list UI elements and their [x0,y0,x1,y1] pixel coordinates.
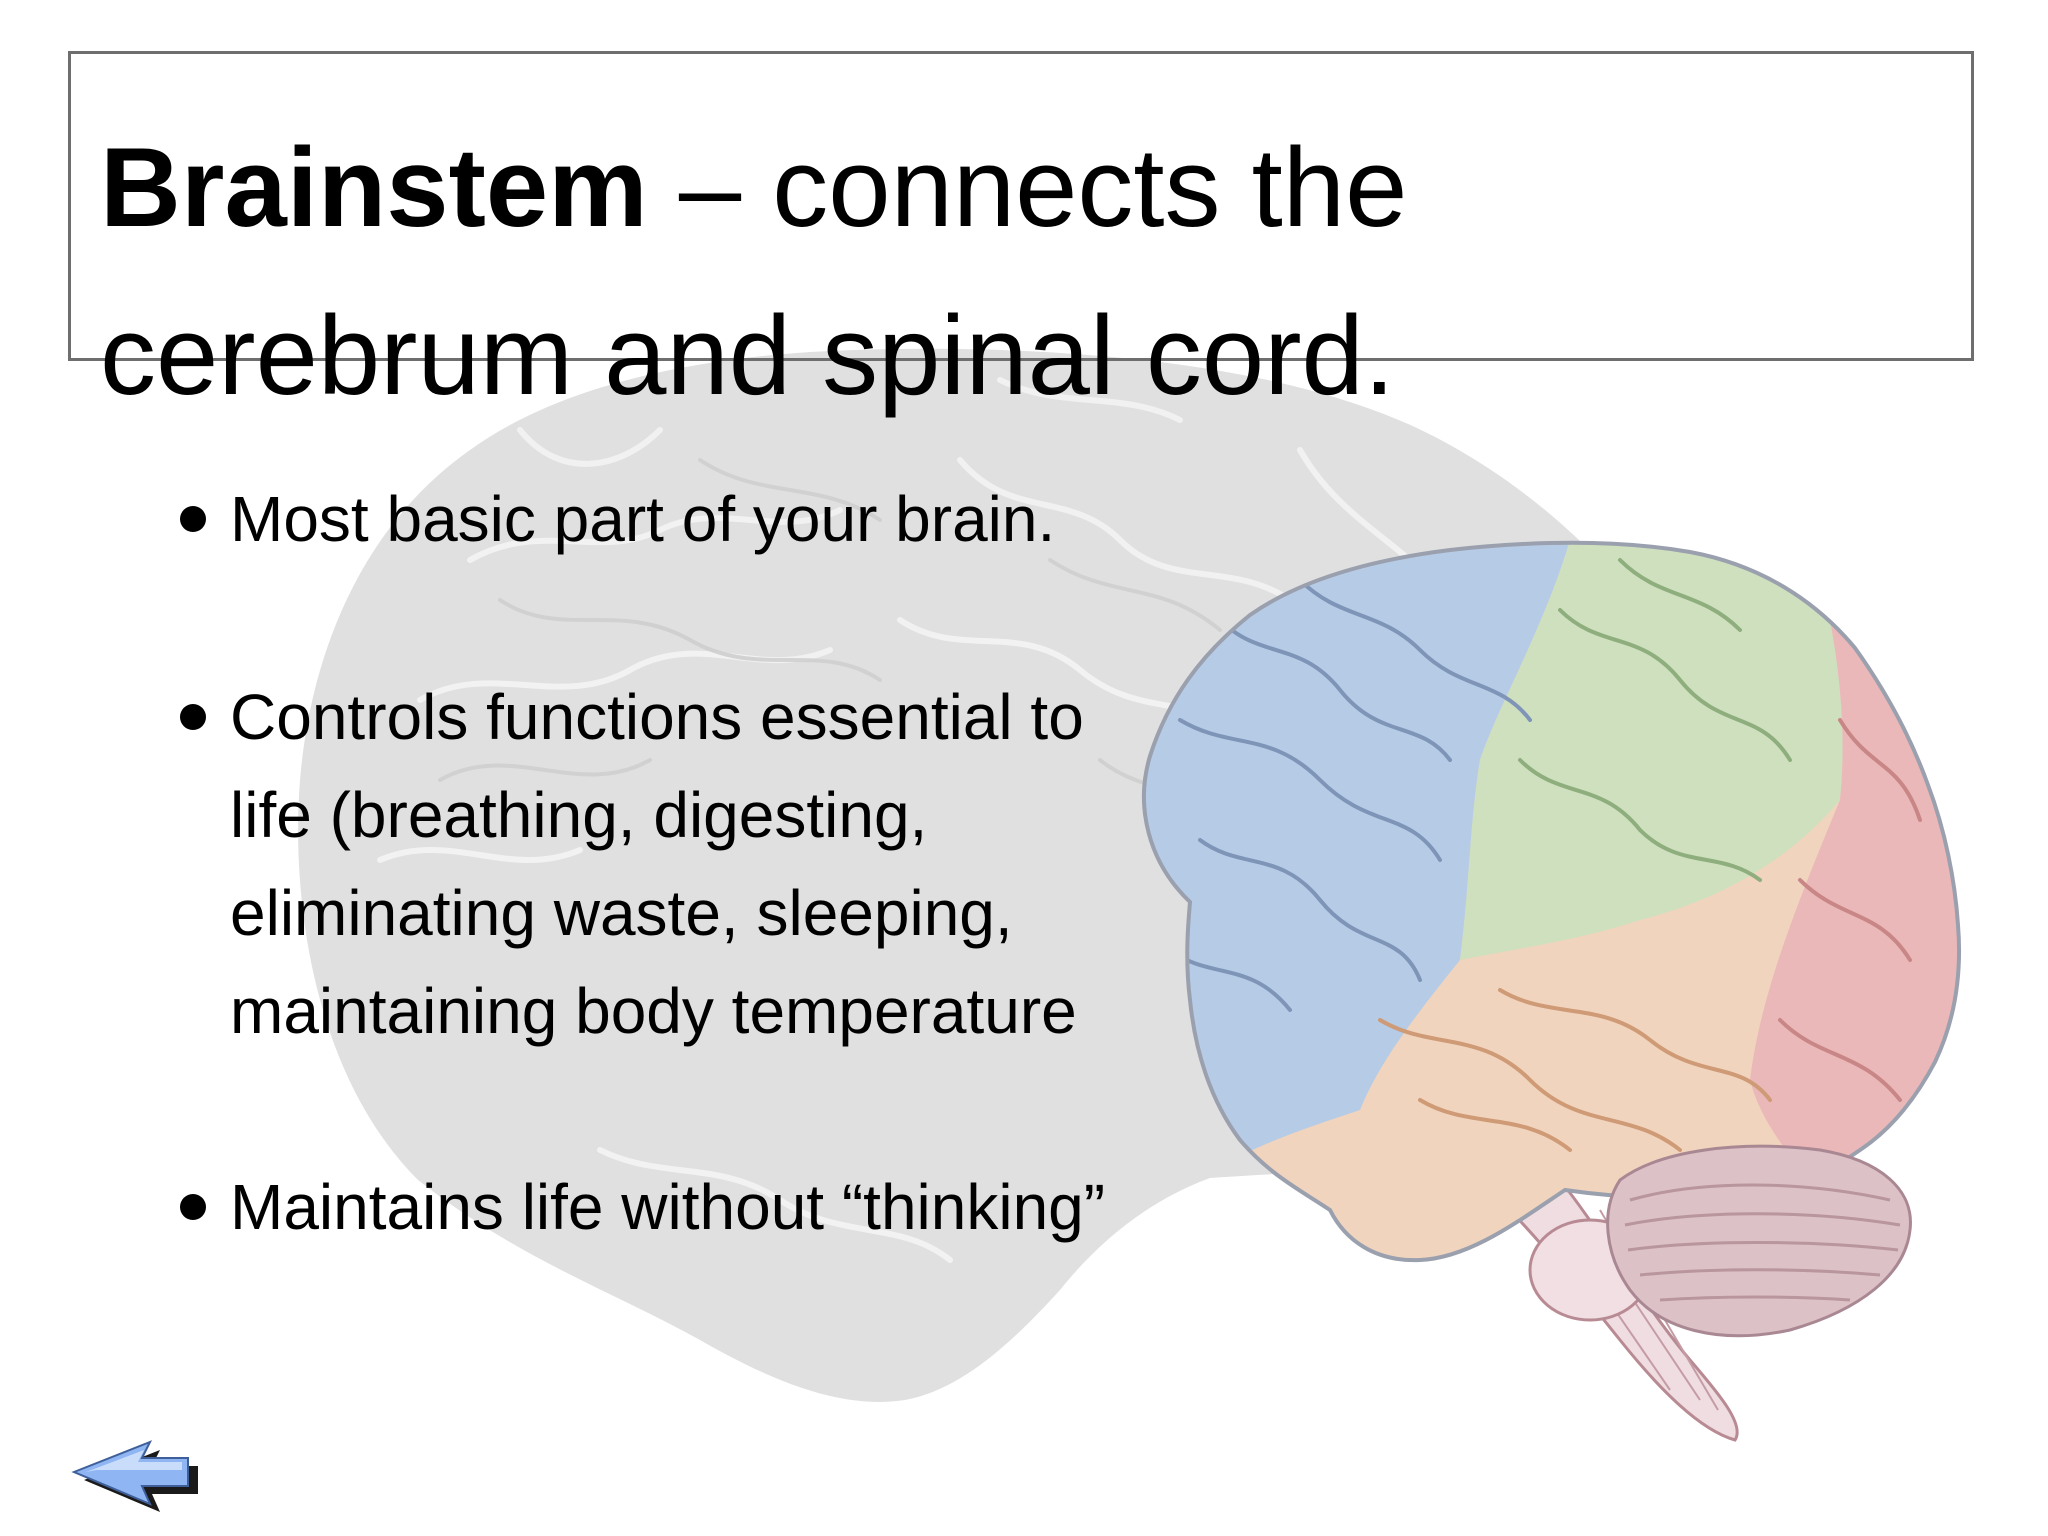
bullet-dot-icon [180,704,206,730]
title-rest: – connects the cerebrum and spinal cord. [100,125,1408,418]
back-button[interactable] [66,1424,206,1524]
brain-lobes-illustration [1142,540,1962,1442]
back-arrow-icon [71,1440,198,1512]
bullet-item: Maintains life without “thinking” [176,1158,1176,1256]
bullet-list: Most basic part of your brain. Controls … [176,470,1176,1256]
bullet-item: Controls functions essential to life (br… [176,668,1176,1060]
title-frame [68,51,1974,361]
cerebellum [1606,1144,1912,1338]
bullet-text: Most basic part of your brain. [230,483,1056,555]
title-bold: Brainstem [100,125,648,250]
bullet-dot-icon [180,1194,206,1220]
bullet-dot-icon [180,506,206,532]
bullet-item: Most basic part of your brain. [176,470,1176,568]
slide-title: Brainstem – connects the cerebrum and sp… [100,104,1700,440]
bullet-text: Controls functions essential to life (br… [230,681,1084,1047]
bullet-text: Maintains life without “thinking” [230,1171,1106,1243]
